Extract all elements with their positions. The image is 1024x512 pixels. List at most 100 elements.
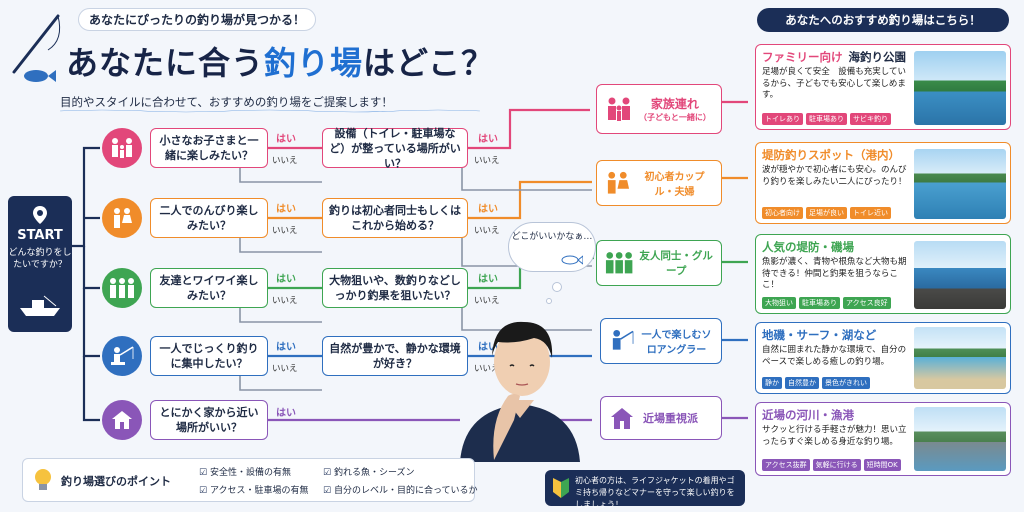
yes-label: はい [276, 204, 296, 215]
tips-heading: 釣り場選びのポイント [61, 475, 171, 488]
card-title: 堤防釣りスポット（港内） [762, 148, 900, 162]
no-label: いいえ [474, 226, 500, 236]
bubble-dot [552, 282, 562, 292]
no-label: いいえ [474, 364, 500, 374]
family-icon [102, 128, 142, 168]
thought-bubble-text: どこがいいかなぁ… [511, 232, 593, 242]
question-2-4: 自然が豊かで、静かな環境が好き？ [322, 336, 468, 376]
house-icon [102, 400, 142, 440]
footer-note: 初心者の方は、ライフジャケットの着用やゴミ持ち帰りなどマナーを守って楽しい釣りを… [545, 470, 745, 509]
lightbulb-icon [35, 469, 51, 490]
card-title: 海釣り公園 [848, 50, 907, 64]
card-tag: サビキ釣り [850, 113, 891, 125]
question-1-4: 一人でじっくり釣りに集中したい？ [150, 336, 268, 376]
no-label: いいえ [272, 226, 298, 236]
lake-photo [914, 327, 1006, 389]
card-title: 地磯・サーフ・湖など [762, 328, 877, 342]
card-tag: 静か [762, 377, 782, 389]
house-icon [611, 408, 633, 429]
yes-label: はい [276, 342, 296, 353]
recommend-card: 堤防釣りスポット（港内） 波が穏やかで初心者にも安心。のんびり釣りを楽しみたい二… [755, 142, 1011, 224]
yes-label: はい [276, 274, 296, 285]
checkbox-icon: ☑ [323, 468, 334, 478]
sea-park-photo [914, 51, 1006, 125]
type-title: 一人で楽しむソロアングラー [641, 330, 712, 356]
no-label: いいえ [474, 156, 500, 166]
boat-icon [20, 295, 60, 316]
rocky-shore-photo [914, 241, 1006, 309]
recommend-heading: あなたへのおすすめ釣り場はこちら！ [757, 8, 1009, 32]
tip-item: ☑ 安全性・設備の有無 [199, 468, 291, 478]
solo-angler-icon [612, 329, 634, 350]
card-desc: 魚影が濃く、青物や根魚など大物も期待できる！仲間と釣果を狙うならここ！ [762, 257, 907, 290]
card-tag: アクセス抜群 [762, 459, 810, 471]
card-tag: トイレあり [762, 113, 803, 125]
start-question: どんな釣りをしたいですか？ [8, 248, 72, 270]
yes-label: はい [478, 274, 498, 285]
river-photo [914, 407, 1006, 471]
bubble-dot [546, 298, 552, 304]
card-tag: 短時間OK [863, 459, 901, 471]
harbor-photo [914, 149, 1006, 219]
card-title: 近場の河川・漁港 [762, 408, 854, 422]
type-sub: （子どもと一緒に） [639, 113, 711, 122]
solo-angler-icon [102, 336, 142, 376]
recommend-card: 近場の河川・漁港 サクッと行ける手軽さが魅力！思い立ったらすぐ楽しめる身近な釣り… [755, 402, 1011, 476]
card-label: ファミリー向け [762, 50, 843, 64]
question-2-2: 釣りは初心者同士もしくはこれから始める？ [322, 198, 468, 238]
type-box-family: 家族連れ （子どもと一緒に） [596, 84, 722, 134]
type-title: 友人同士・グループ [639, 250, 713, 277]
checkbox-icon: ☑ [323, 486, 334, 496]
no-label: いいえ [272, 364, 298, 374]
tip-item: ☑ 自分のレベル・目的に合っているか [323, 486, 478, 496]
yes-label: はい [478, 204, 498, 215]
type-box-solo: 一人で楽しむソロアングラー [600, 318, 722, 364]
start-label: START [17, 228, 63, 243]
card-desc: 自然に囲まれた静かな環境で、自分のペースで楽しめる癒しの釣り場。 [762, 345, 907, 367]
thinking-person-illustration [460, 321, 580, 462]
type-box-nearby: 近場重視派 [600, 396, 722, 440]
checkbox-icon: ☑ [199, 486, 210, 496]
fish-icon [561, 255, 583, 265]
question-1-1: 小さなお子さまと一緒に楽しみたい？ [150, 128, 268, 168]
yes-label: はい [276, 134, 296, 145]
type-title: 初心者カップル・夫婦 [644, 172, 705, 198]
card-desc: サクッと行ける手軽さが魅力！思い立ったらすぐ楽しめる身近な釣り場。 [762, 425, 907, 447]
type-title: 家族連れ [650, 97, 699, 111]
location-pin-icon [33, 206, 47, 224]
thought-bubble: どこがいいかなぁ… [508, 222, 596, 272]
yes-label: はい [478, 342, 498, 353]
card-tag: 足場が良い [806, 207, 847, 219]
friends-icon [102, 268, 142, 308]
recommend-card: 地磯・サーフ・湖など 自然に囲まれた静かな環境で、自分のペースで楽しめる癒しの釣… [755, 322, 1011, 394]
card-tag: 景色がきれい [822, 377, 870, 389]
type-box-friends: 友人同士・グループ [596, 240, 722, 286]
couple-icon [607, 171, 630, 194]
card-tag: 大物狙い [762, 297, 796, 309]
no-label: いいえ [474, 296, 500, 306]
beginner-mark-icon [553, 478, 569, 498]
no-label: いいえ [272, 296, 298, 306]
yes-label: はい [478, 134, 498, 145]
couple-icon [102, 198, 142, 238]
friends-icon [605, 252, 633, 274]
page-title: あなたに合う釣り場はどこ？ [66, 44, 495, 82]
kicker-text: あなたにぴったりの釣り場が見つかる！ [78, 8, 317, 31]
question-2-3: 大物狙いや、数釣りなどしっかり釣果を狙いたい？ [322, 268, 468, 308]
question-1-3: 友達とワイワイ楽しみたい？ [150, 268, 268, 308]
tips-panel: 釣り場選びのポイント ☑ 安全性・設備の有無 ☑ 釣れる魚・シーズン ☑ アクセ… [22, 458, 478, 502]
fishing-rod-icon [12, 14, 61, 82]
recommend-card: 人気の堤防・磯場 魚影が濃く、青物や根魚など大物も期待できる！仲間と釣果を狙うな… [755, 234, 1011, 314]
decor-wave [60, 109, 480, 113]
tip-item: ☑ 釣れる魚・シーズン [323, 468, 415, 478]
recommend-card: ファミリー向け海釣り公園 足場が良くて安全 設備も充実しているから、子どもでも安… [755, 44, 1011, 130]
question-2-1: 設備（トイレ・駐車場など）が整っている場所がいい？ [322, 127, 468, 170]
card-tag: 自然豊か [785, 377, 819, 389]
page-subtitle: 目的やスタイルに合わせて、おすすめの釣り場をご提案します！ [60, 95, 393, 109]
card-tag: 駐車場あり [806, 113, 847, 125]
card-tag: 気軽に行ける [812, 459, 861, 471]
card-tag: 初心者向け [762, 207, 803, 219]
yes-label: はい [276, 408, 296, 419]
checkbox-icon: ☑ [199, 468, 210, 478]
